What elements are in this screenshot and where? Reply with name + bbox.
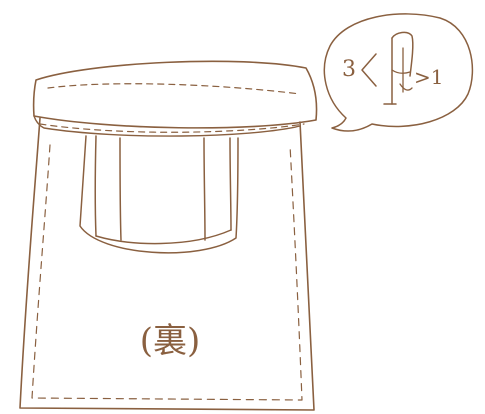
callout-right-number: >1 [414,65,443,89]
callout-left-number: 3 [342,57,356,82]
bag-body [19,117,315,411]
callout-bubble: 3 >1 [323,13,474,132]
top-hem-band [32,60,318,137]
back-side-label: (裏) [140,321,201,361]
handle-loop [79,135,239,254]
hem-fold-detail [383,31,414,105]
